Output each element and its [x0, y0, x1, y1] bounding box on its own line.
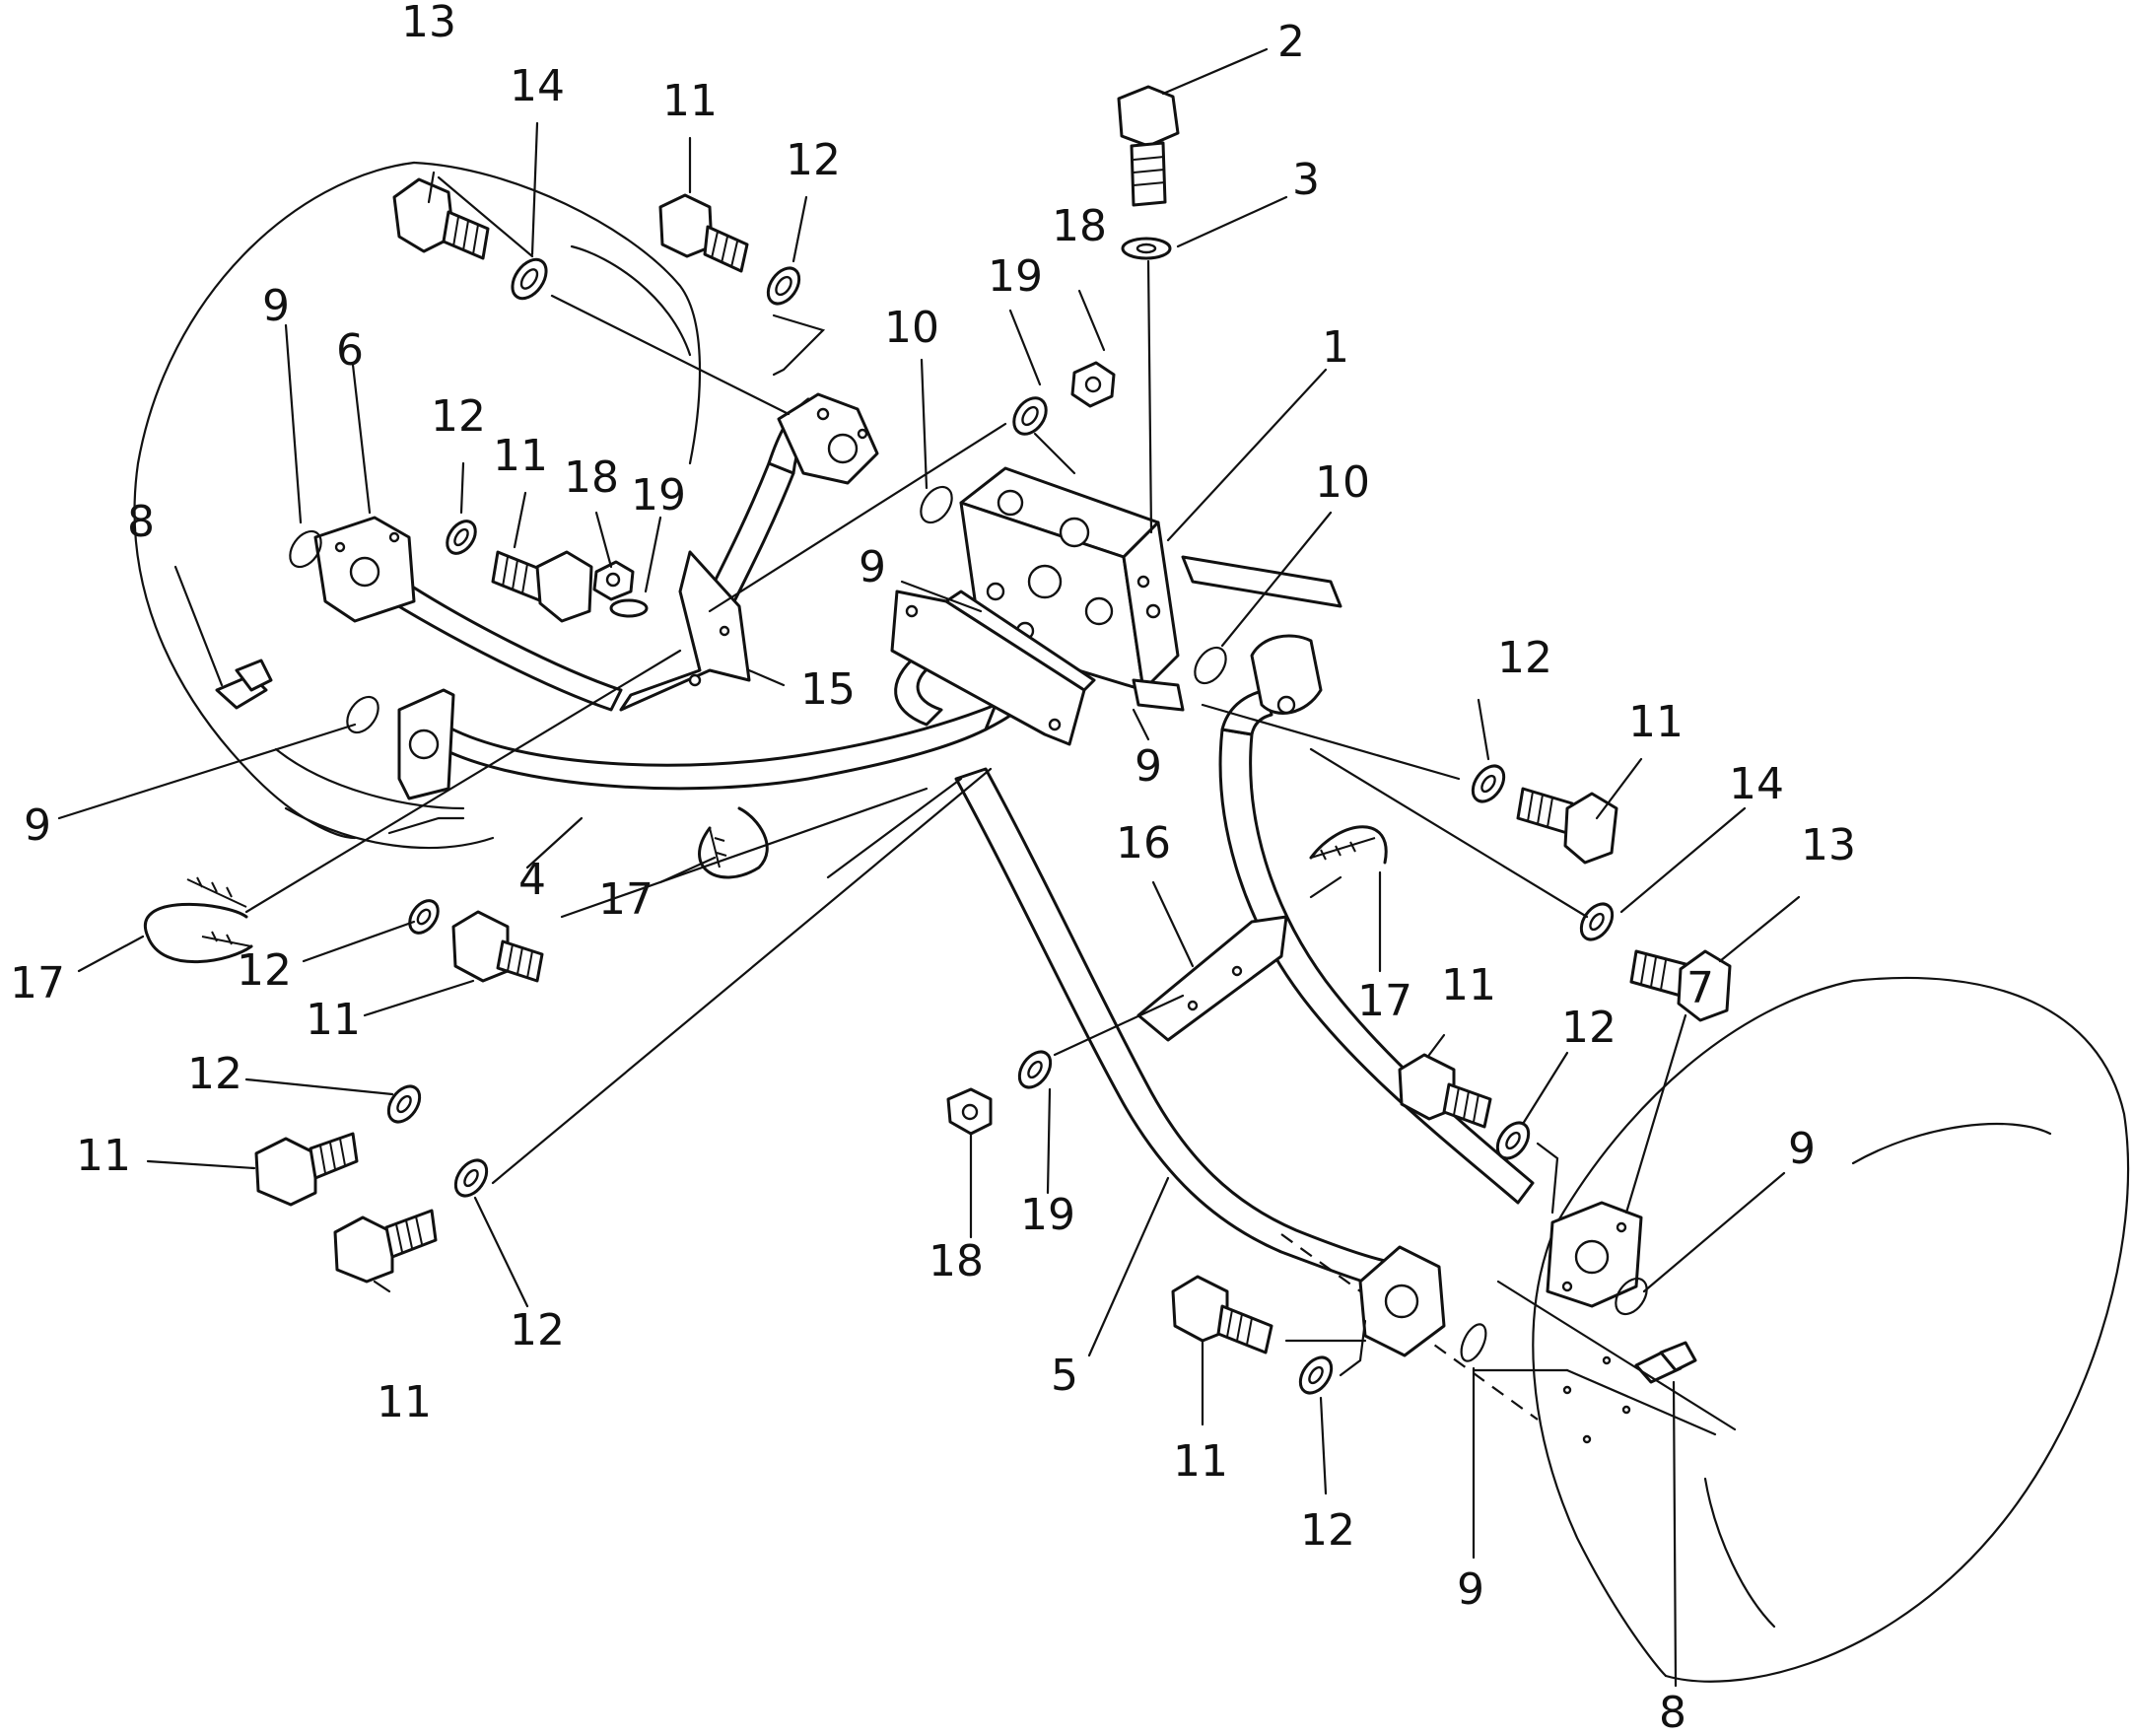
callout-12-bottom: 12: [1300, 1505, 1355, 1556]
nipple-8-right: [1634, 1341, 1697, 1384]
u-bolt-17-right: [1309, 825, 1388, 865]
washers-and-o-rings: [289, 237, 1648, 1395]
bracket-16: [1136, 915, 1288, 1042]
bolt-13-top-left: [392, 177, 490, 260]
bolt-11-left-mid: [451, 910, 544, 983]
callout-13-right: 13: [1801, 820, 1856, 870]
flange-lower-middle: [1358, 1245, 1446, 1357]
bolt-11-left-lower-b: [333, 1209, 438, 1284]
callout-11-left-lower-a: 11: [76, 1131, 131, 1181]
callout-9-upper-left: 9: [262, 281, 290, 331]
callout-12-left-lowest: 12: [510, 1305, 565, 1355]
callout-11-right-mid: 11: [1441, 960, 1496, 1010]
callout-11-right-upper: 11: [1628, 697, 1684, 747]
callout-9-near-manifold: 9: [859, 542, 886, 592]
callout-17-left: 17: [10, 958, 65, 1008]
callout-10-right: 10: [1315, 457, 1370, 508]
bolt-11-mid-left: [491, 550, 593, 623]
bolt-11-right-upper: [1516, 787, 1618, 865]
callout-16: 16: [1116, 818, 1171, 868]
bracket-15: [619, 550, 751, 712]
callout-6: 6: [336, 325, 364, 376]
callout-7: 7: [1686, 963, 1714, 1013]
nipple-8-left: [215, 659, 273, 710]
callout-1: 1: [1322, 322, 1349, 373]
bolt-11-right-mid: [1398, 1053, 1492, 1129]
callout-12-top: 12: [786, 135, 841, 185]
callout-11-left-lowest: 11: [377, 1377, 432, 1427]
callout-5: 5: [1051, 1351, 1078, 1401]
callout-8-right: 8: [1659, 1688, 1686, 1736]
callout-12-right-mid: 12: [1561, 1003, 1617, 1053]
callout-19-mid-left: 19: [631, 470, 686, 521]
callout-12-right-upper: 12: [1497, 633, 1552, 683]
callout-9-below-manifold: 9: [1135, 741, 1162, 792]
bolt-2: [1117, 85, 1180, 207]
left-drum: [133, 161, 702, 850]
manifold-flange-plate: [890, 590, 1096, 746]
callout-10-top: 10: [884, 303, 939, 353]
callout-11-top: 11: [662, 76, 718, 126]
callout-18-top: 18: [1052, 201, 1107, 251]
callout-11-bottom: 11: [1173, 1436, 1228, 1487]
callout-3: 3: [1292, 155, 1320, 205]
flange-top-elbow: [777, 392, 879, 485]
callout-11-left-mid: 11: [306, 995, 361, 1045]
callout-15: 15: [800, 664, 856, 715]
bolt-11-left-lower-a: [254, 1132, 359, 1207]
callout-17-right: 17: [1357, 976, 1412, 1026]
callout-17-middle: 17: [598, 874, 654, 925]
bolt-11-bottom-mid: [1171, 1275, 1273, 1354]
callout-19-top: 19: [988, 251, 1043, 302]
callout-13-top-left: 13: [401, 0, 456, 47]
bolt-11-top: [658, 193, 749, 273]
callout-2: 2: [1277, 17, 1305, 67]
callout-labels: 13 14 11 12 2 3 18 19 10 1 9 6 12 11 18 …: [10, 0, 1856, 1736]
callout-11-mid-left: 11: [493, 431, 548, 481]
tube-6-left-short: [373, 570, 623, 712]
flange-right-elbow: [1250, 634, 1323, 715]
callout-18-mid-left: 18: [564, 452, 619, 503]
callout-12-mid-left: 12: [431, 391, 486, 442]
u-bolt-17-middle: [698, 806, 769, 879]
callout-8-left: 8: [127, 497, 155, 547]
callout-4: 4: [518, 855, 546, 905]
flange-7-right: [1546, 1201, 1643, 1308]
callout-12-left-lower: 12: [187, 1049, 242, 1099]
callout-18-bottom: 18: [929, 1236, 984, 1286]
callout-9-left: 9: [24, 800, 51, 851]
callout-12-left-mid: 12: [237, 945, 292, 996]
assembly-lines: [244, 175, 1737, 1436]
bolt-13-right: [1629, 949, 1732, 1022]
callout-9-right: 9: [1788, 1124, 1816, 1174]
callout-pointers: [57, 47, 1801, 1688]
callout-14-top-left: 14: [510, 61, 565, 111]
right-drum-mount-holes: [1562, 1355, 1631, 1444]
u-bolt-17-left: [143, 876, 253, 964]
flange-left-lower: [397, 688, 455, 800]
right-drum: [1532, 976, 2130, 1683]
callout-9-bottom: 9: [1457, 1564, 1484, 1615]
callout-14-right: 14: [1729, 759, 1784, 809]
callout-19-bottom: 19: [1020, 1190, 1075, 1240]
flange-6-left: [313, 516, 416, 623]
